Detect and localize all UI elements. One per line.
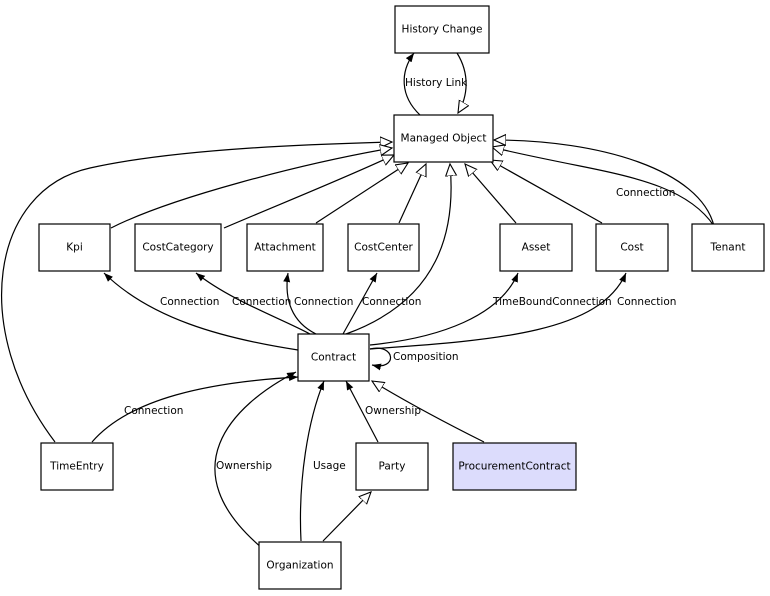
node-attachment-label: Attachment — [254, 242, 316, 254]
node-cost-center[interactable]: CostCenter — [347, 223, 420, 272]
organization-usage-label: Usage — [313, 460, 346, 472]
time-entry-connection-edge — [91, 374, 299, 443]
node-party[interactable]: Party — [355, 442, 429, 491]
node-cost[interactable]: Cost — [595, 223, 669, 272]
kpi-inheritance-edge — [110, 148, 392, 229]
contract-inheritance-edge — [345, 164, 451, 335]
node-tenant-label: Tenant — [710, 242, 746, 254]
edge-labels: History Link Connection Connection Conne… — [124, 77, 676, 472]
asset-inheritance-edge — [465, 164, 517, 224]
cost-category-connection-label: Connection — [232, 296, 291, 308]
node-attachment[interactable]: Attachment — [246, 223, 324, 272]
node-contract-label: Contract — [311, 352, 356, 364]
tenant-connection-label: Connection — [616, 187, 675, 199]
node-history-change-label: History Change — [402, 24, 483, 36]
procurement-contract-inheritance-edge — [372, 381, 485, 443]
cost-center-connection-edge — [342, 272, 378, 335]
node-tenant[interactable]: Tenant — [691, 223, 765, 272]
node-asset[interactable]: Asset — [499, 223, 573, 272]
tenant-connection-edge — [494, 140, 715, 227]
cost-inheritance-edge — [490, 160, 603, 224]
composition-label: Composition — [393, 351, 459, 363]
node-managed-object[interactable]: Managed Object — [393, 114, 494, 163]
organization-ownership-edge — [214, 371, 297, 549]
node-cost-label: Cost — [620, 242, 643, 254]
node-party-label: Party — [379, 461, 406, 473]
node-time-entry-label: TimeEntry — [49, 461, 104, 473]
tenant-inheritance-edge — [492, 147, 715, 227]
node-cost-category-label: CostCategory — [142, 242, 213, 254]
node-time-entry[interactable]: TimeEntry — [40, 442, 114, 491]
node-cost-category[interactable]: CostCategory — [134, 223, 222, 272]
attachment-connection-edge — [283, 272, 317, 335]
cost-connection-edge — [369, 272, 627, 350]
history-link-edge — [403, 52, 421, 116]
cost-center-connection-label: Connection — [362, 296, 421, 308]
node-asset-label: Asset — [522, 242, 551, 254]
cost-connection-label: Connection — [617, 296, 676, 308]
asset-connection-edge — [369, 272, 519, 346]
node-managed-object-label: Managed Object — [401, 133, 487, 145]
node-organization-label: Organization — [266, 560, 333, 572]
attachment-connection-label: Connection — [294, 296, 353, 308]
node-contract[interactable]: Contract — [297, 333, 370, 382]
organization-inheritance-edge — [322, 492, 371, 542]
node-cost-center-label: CostCenter — [354, 242, 413, 254]
asset-connection-label: TimeBoundConnection — [492, 296, 612, 308]
cost-category-connection-edge — [195, 272, 311, 335]
history-link-label: History Link — [405, 77, 468, 89]
kpi-connection-label: Connection — [160, 296, 219, 308]
composition-self-loop-edge — [369, 347, 392, 371]
organization-ownership-label: Ownership — [216, 460, 272, 472]
cost-center-inheritance-edge — [398, 164, 426, 224]
node-procurement-contract-label: ProcurementContract — [458, 461, 570, 473]
party-ownership-label: Ownership — [365, 405, 421, 417]
node-procurement-contract[interactable]: ProcurementContract — [452, 442, 577, 491]
time-entry-inheritance-edge — [1, 142, 392, 443]
kpi-connection-edge — [103, 272, 299, 351]
node-organization[interactable]: Organization — [258, 541, 342, 590]
node-history-change[interactable]: History Change — [394, 5, 490, 54]
history-change-inheritance-edge — [456, 52, 466, 113]
nodes: History Change Managed Object Kpi CostCa… — [38, 5, 765, 590]
cost-category-inheritance-edge — [223, 155, 394, 229]
node-kpi[interactable]: Kpi — [38, 223, 111, 272]
organization-usage-edge — [299, 380, 325, 542]
edges — [1, 52, 715, 549]
attachment-inheritance-edge — [315, 163, 408, 224]
node-kpi-label: Kpi — [66, 242, 82, 254]
party-ownership-edge — [345, 380, 379, 443]
time-entry-connection-label: Connection — [124, 405, 183, 417]
